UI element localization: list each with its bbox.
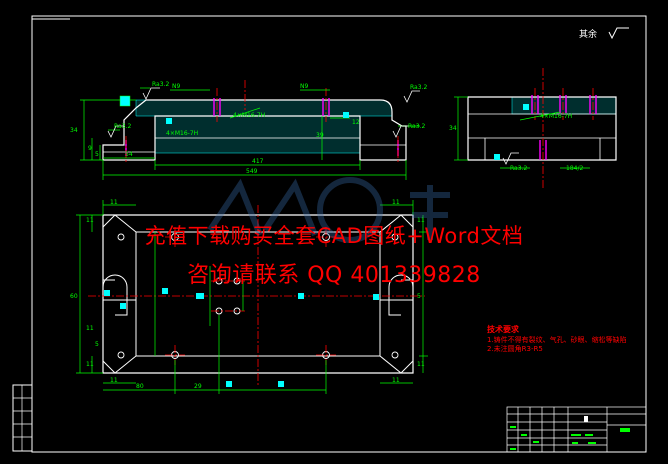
side-roughness: Ra3.2 [510,165,527,172]
sheet-border [31,15,647,453]
plan-top-right-b: 11 [417,217,425,224]
front-dimension-labels: 549 417 54 34 39 N9 N9 9 5 12 Ra3.2 Ra3.… [70,81,427,175]
side-dimension-labels: 34 4×M16-7H Ra3.2 184/2 [449,113,583,172]
side-datum-box-2 [523,104,529,110]
plan-right-small: 5 [417,293,421,300]
plan-view [76,200,428,394]
plan-bottom-right-a: 11 [392,377,400,384]
front-hole-a: 4×M16-7H [233,112,265,119]
front-section-view [80,80,420,180]
title-block [506,406,647,453]
front-left-small-b: 5 [95,151,99,158]
front-roughness-right-bottom: Ra3.2 [408,123,425,130]
plan-top-right-a: 11 [392,199,400,206]
front-roughness-symbols [107,87,420,138]
front-recess-depth: 39 [316,132,324,139]
plan-left-height: 60 [70,293,78,300]
left-binding-column [12,384,33,452]
plan-left-small-a: 11 [86,325,94,332]
plan-bottom-middle: 29 [194,383,202,390]
front-datum-box [119,95,131,107]
side-dimensions [454,96,590,169]
plan-corner-chamfers [102,214,414,374]
front-left-step: 54 [125,151,133,158]
plan-dimensions [76,200,428,394]
plan-bottom-left-b: 11 [86,361,94,368]
front-hole-b: 4×M16-7H [166,130,198,137]
title-block-fills [510,416,630,450]
front-roughness-left-top: Ra3.2 [152,81,169,88]
plan-top-left-b: 11 [86,217,94,224]
front-roughness-right-top: Ra3.2 [410,84,427,91]
side-datum-box [494,154,500,160]
plan-bottom-left-a: 11 [110,377,118,384]
front-section-hatch [135,99,393,154]
front-overall-width: 549 [246,168,258,175]
plan-right-slot [388,274,414,316]
front-height-total: 34 [70,127,78,134]
left-binding-lines [13,385,32,451]
plan-left-slot [102,274,128,316]
front-top-right-n9: N9 [300,83,308,90]
front-datum-box-2 [166,118,172,124]
front-centerlines [125,80,399,164]
side-width: 184/2 [566,165,583,172]
watermark-line-2: 咨询请联系 QQ 401339828 [187,263,481,288]
side-height: 34 [449,125,457,132]
side-roughness-symbol [502,152,519,165]
watermark-line-1: 充值下载购买全套CAD图纸+Word文档 [144,224,524,248]
general-roughness-note: 其余 [579,30,598,40]
side-hole: 4×M16-7H [540,113,572,120]
plan-bottom-right-b: 11 [417,361,425,368]
plan-left-small-b: 5 [95,341,99,348]
watermark-logo [207,177,450,243]
tech-req-title: 技术要求 [487,325,519,334]
tech-req-item: 1.铸件不得有裂纹、气孔、砂眼、缩松等缺陷 [487,336,627,344]
front-left-small-a: 9 [88,145,92,152]
front-right-small: 12 [352,119,360,126]
front-datum-box-3 [343,112,349,118]
side-tapped-holes [531,95,597,160]
plan-bottom-left-span: 80 [136,383,144,390]
plan-dimension-labels: 11 11 11 11 60 11 11 29 80 11 11 5 11 5 [70,199,425,390]
front-inner-width: 417 [252,158,264,165]
general-roughness-symbol [608,27,629,40]
plan-outline [102,214,414,374]
plan-centerlines [88,205,425,385]
plan-top-left-a: 11 [110,199,118,206]
plan-datum-boxes [104,288,379,387]
front-top-left-n9: N9 [172,83,180,90]
tech-req-item: 2.未注圆角R3-R5 [487,345,543,353]
front-section-outline [102,99,407,161]
side-section-view [454,68,617,190]
technical-requirements: 技术要求 1.铸件不得有裂纹、气孔、砂眼、缩松等缺陷 2.未注圆角R3-R5 [487,325,627,354]
side-centerlines [534,68,594,190]
front-roughness-left-bottom: Ra3.2 [114,123,131,130]
